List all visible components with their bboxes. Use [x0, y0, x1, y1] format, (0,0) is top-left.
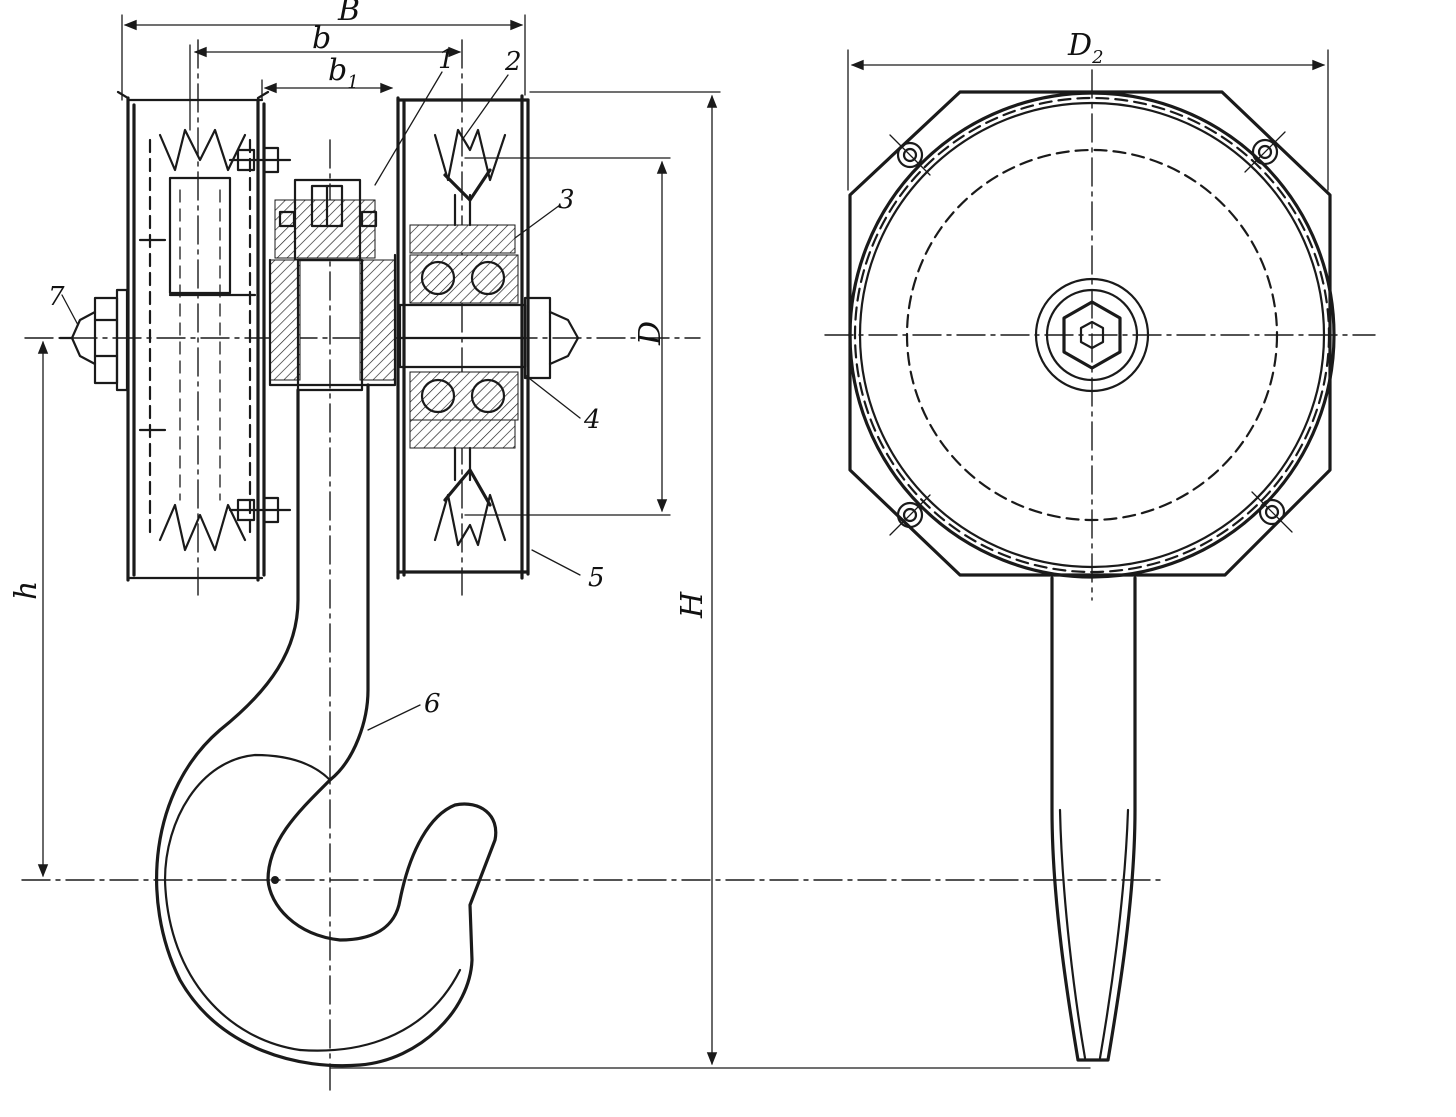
- left-axle-nut: [58, 288, 129, 392]
- callout-2: 2: [504, 47, 522, 77]
- bearings: [409, 254, 519, 421]
- callout-6: 6: [424, 689, 441, 719]
- callout-1: 1: [438, 45, 455, 75]
- label-h: h: [9, 581, 44, 600]
- right-view: [848, 90, 1336, 579]
- center-lines: [21, 39, 1376, 1091]
- axle: [398, 296, 580, 380]
- corner-bolts: [889, 131, 1293, 536]
- label-D2: D2: [1067, 28, 1104, 68]
- left-sheave: [138, 128, 257, 552]
- left-bolts: [228, 146, 292, 524]
- label-D: D: [633, 321, 668, 346]
- hook-shank-front: [1050, 576, 1137, 1062]
- callout-4: 4: [583, 405, 601, 435]
- left-sheave-guard: [116, 90, 270, 582]
- label-H: H: [675, 591, 710, 619]
- right-sheave-section: [409, 128, 516, 547]
- callout-3: 3: [558, 185, 575, 215]
- callout-7: 7: [48, 282, 65, 312]
- label-b: b: [312, 21, 331, 56]
- hook-side-view: [155, 383, 498, 1068]
- callout-5: 5: [588, 563, 605, 593]
- label-b1: b1: [328, 53, 359, 93]
- dimension-labels: B b b1 D H h D2: [9, 0, 1104, 619]
- label-B: B: [337, 0, 360, 28]
- callout-numbers: 1 2 3 4 5 6 7: [48, 45, 605, 719]
- leader-lines: [61, 71, 581, 731]
- hook-nut-crosshead: [268, 178, 397, 392]
- dimensions: [37, 14, 1329, 1069]
